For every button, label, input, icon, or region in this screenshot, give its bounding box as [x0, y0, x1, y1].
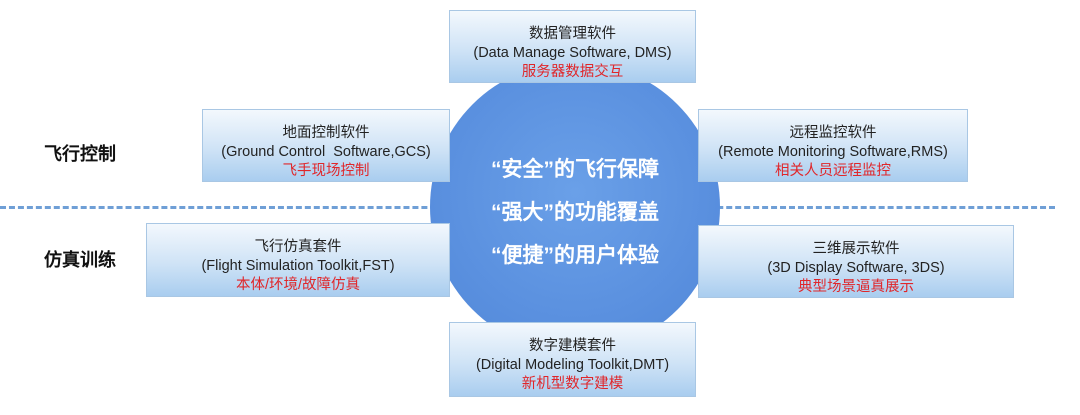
- module-title: 地面控制软件: [282, 125, 370, 141]
- module-english: (Data Manage Software, DMS): [473, 45, 672, 61]
- module-english: (Digital Modeling Toolkit,DMT): [475, 357, 670, 373]
- label-simulation-training: 仿真训练: [44, 250, 116, 270]
- module-dms: 数据管理软件 (Data Manage Software, DMS) 服务器数据…: [449, 10, 696, 83]
- module-english: (Ground Control Software,GCS): [221, 144, 431, 160]
- module-function: 新机型数字建模: [521, 376, 624, 392]
- module-rms: 远程监控软件 (Remote Monitoring Software,RMS) …: [698, 109, 968, 182]
- center-slogans: “安全”的飞行保障 “强大”的功能覆盖 “便捷”的用户体验: [430, 148, 720, 277]
- module-title: 数据管理软件: [529, 26, 616, 42]
- module-title: 三维展示软件: [812, 241, 900, 257]
- module-english: (Flight Simulation Toolkit,FST): [201, 258, 395, 274]
- module-function: 典型场景逼真展示: [798, 279, 914, 295]
- module-function: 相关人员远程监控: [775, 163, 891, 179]
- module-function: 本体/环境/故障仿真: [235, 277, 361, 293]
- module-english: (Remote Monitoring Software,RMS): [718, 144, 948, 160]
- module-english: (3D Display Software, 3DS): [767, 260, 945, 276]
- module-title: 远程监控软件: [789, 125, 877, 141]
- module-3ds: 三维展示软件 (3D Display Software, 3DS) 典型场景逼真…: [698, 225, 1014, 298]
- slogan: “安全”的飞行保障: [491, 158, 659, 181]
- module-title: 数字建模套件: [529, 338, 616, 354]
- module-function: 飞手现场控制: [282, 163, 370, 179]
- module-title: 飞行仿真套件: [254, 239, 342, 255]
- module-fst: 飞行仿真套件 (Flight Simulation Toolkit,FST) 本…: [146, 223, 450, 297]
- module-gcs: 地面控制软件 (Ground Control Software,GCS) 飞手现…: [202, 109, 450, 182]
- module-dmt: 数字建模套件 (Digital Modeling Toolkit,DMT) 新机…: [449, 322, 696, 397]
- label-flight-control: 飞行控制: [44, 144, 116, 164]
- slogan: “强大”的功能覆盖: [491, 201, 659, 224]
- module-function: 服务器数据交互: [521, 64, 624, 80]
- slogan: “便捷”的用户体验: [491, 244, 659, 267]
- center-circle: [430, 62, 720, 352]
